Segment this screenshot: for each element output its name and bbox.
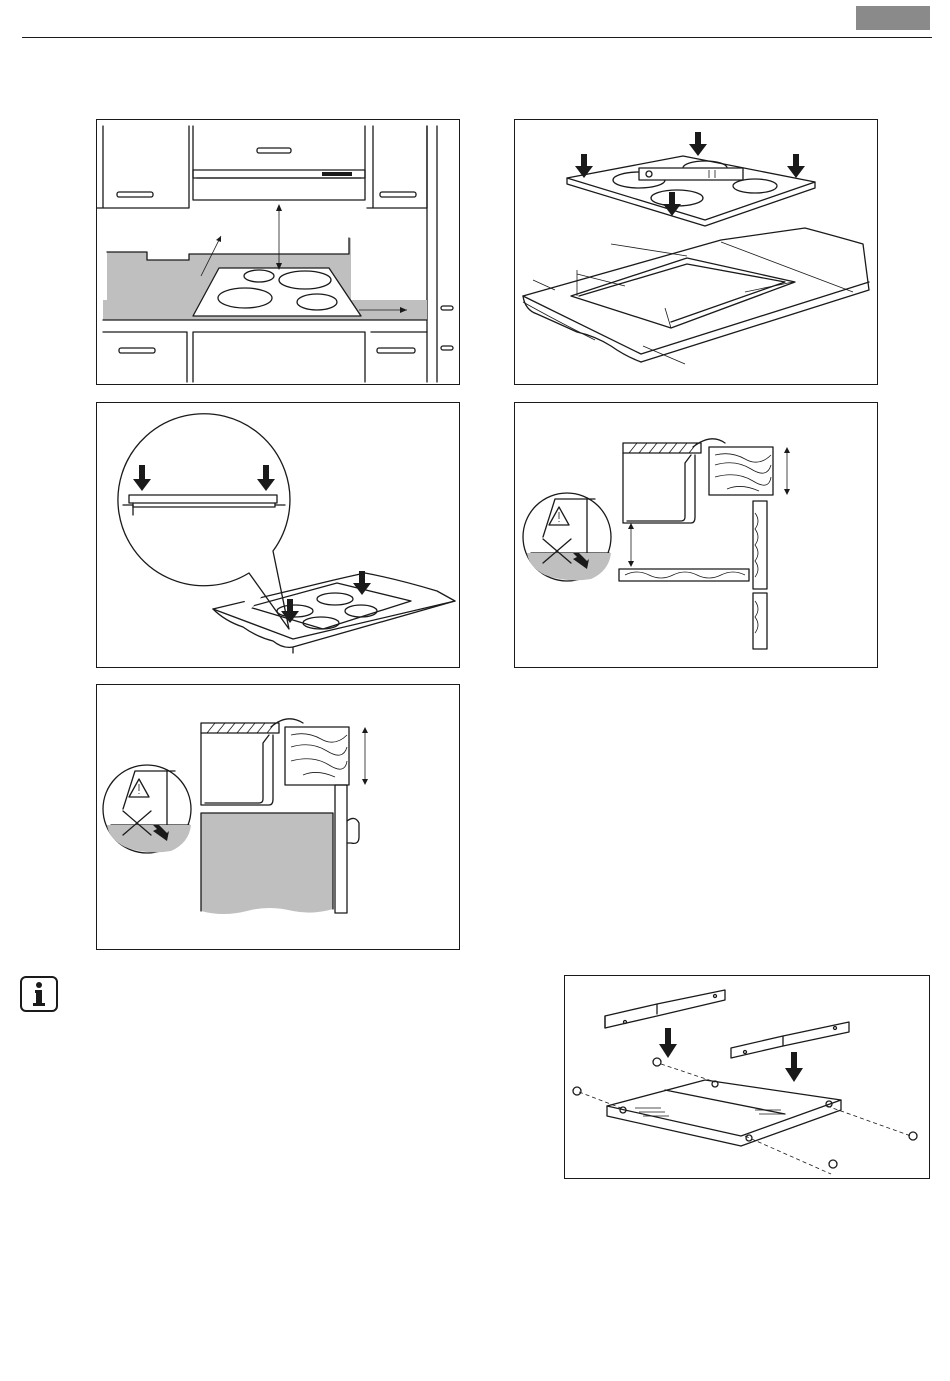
- figure-hood-clearance: [96, 119, 460, 385]
- figure-mounting-brackets: [564, 975, 930, 1179]
- info-icon: [20, 976, 58, 1012]
- hood-clearance-drawing: [97, 120, 459, 384]
- seal-drawer-drawing: [515, 403, 877, 667]
- figure-press-hob-detail: [96, 402, 460, 668]
- figure-seal-drawer: [514, 402, 878, 668]
- header-rule: [22, 37, 932, 38]
- seal-oven-drawing: [97, 685, 459, 949]
- figure-worktop-cutout: [514, 119, 878, 385]
- worktop-cutout-drawing: [515, 120, 877, 384]
- mounting-brackets-drawing: [565, 976, 929, 1178]
- figure-seal-oven: [96, 684, 460, 950]
- press-hob-drawing: [97, 403, 459, 667]
- page-section-tab: [856, 6, 930, 30]
